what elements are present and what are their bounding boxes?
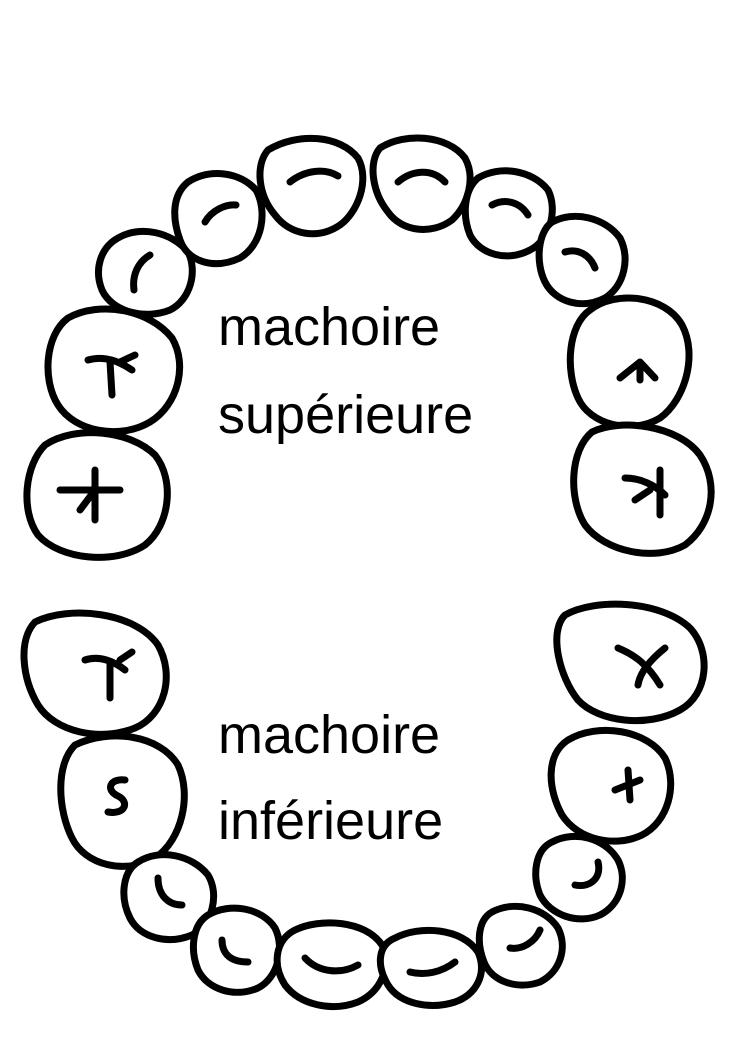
upper-tooth-1-molar (27, 433, 167, 558)
upper-tooth-6-incisor (373, 138, 470, 229)
lower-tooth-7-incisor (479, 906, 562, 985)
lower-tooth-2-molar (61, 736, 185, 866)
lower-tooth-8-canine (536, 836, 623, 918)
upper-tooth-5-incisor (260, 138, 363, 233)
upper-tooth-10-molar (574, 425, 711, 553)
upper-tooth-2-molar (48, 309, 180, 432)
upper-jaw-label-line1: machoire (218, 298, 440, 356)
upper-tooth-8-canine (539, 216, 625, 303)
lower-tooth-5-incisor (277, 923, 385, 1007)
lower-jaw-label-line1: machoire (218, 706, 440, 764)
lower-tooth-4-incisor (193, 908, 279, 992)
lower-tooth-9-molar (551, 730, 671, 841)
lower-tooth-6-incisor (380, 930, 481, 1005)
upper-jaw-label-line2: supérieure (218, 386, 473, 444)
upper-tooth-4-incisor (175, 174, 262, 264)
lower-tooth-1-molar (24, 613, 166, 734)
lower-jaw-label-line2: inférieure (218, 792, 443, 850)
upper-tooth-9-molar (570, 298, 689, 426)
lower-tooth-10-molar (557, 604, 704, 720)
